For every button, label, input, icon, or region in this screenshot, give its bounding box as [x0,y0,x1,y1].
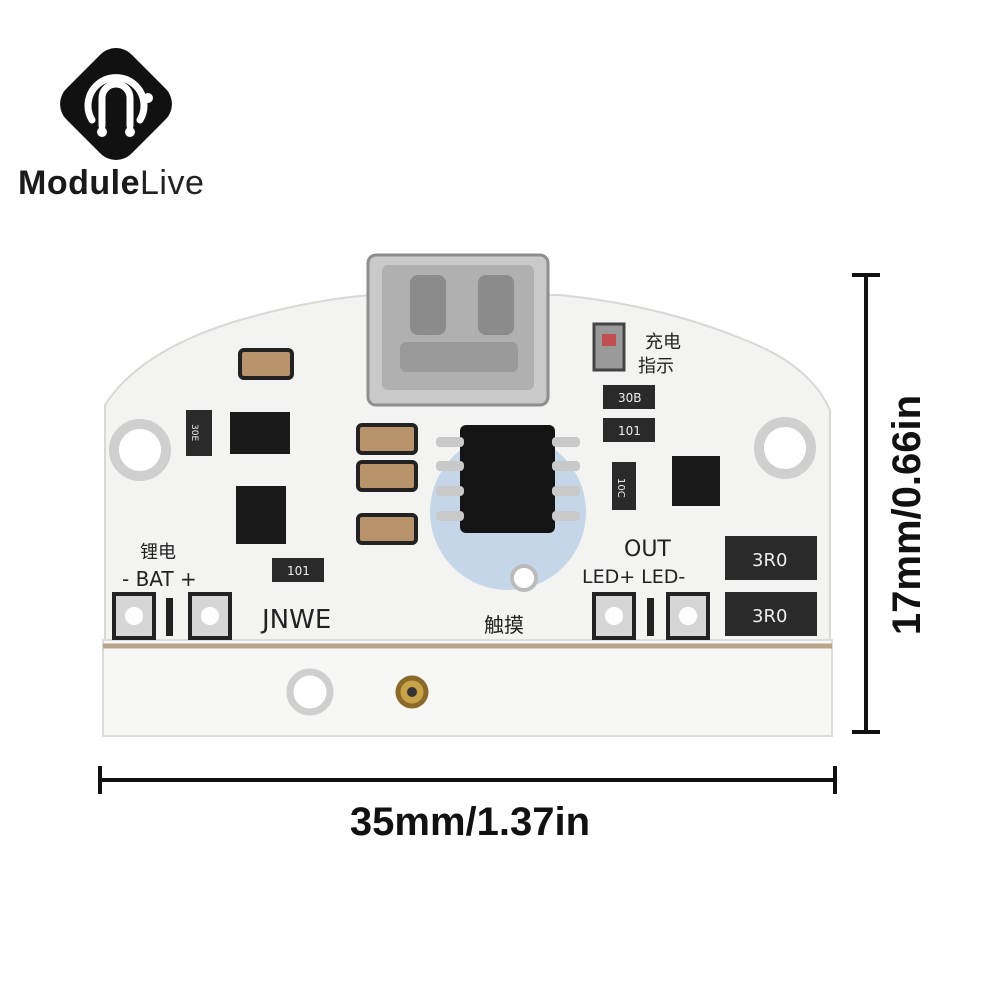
bat-label: - BAT + [122,567,197,591]
height-dimension-label: 17mm/0.66in [885,394,929,636]
resistor-30b-marking: 30B [618,391,642,405]
resistor-3r0-a-marking: 3R0 [752,550,787,571]
brand-name: ModuleLive [18,164,204,203]
charge-indicator-label-2: 指示 [638,356,674,377]
resistor-101-b-marking: 101 [287,564,310,578]
brand-name-light: Live [139,164,205,202]
modulelive-logo-icon [60,48,172,160]
lithium-label: 锂电 [140,542,176,563]
led-pins-label: LED+ LED- [582,566,685,588]
resistor-3r0-b-marking: 3R0 [752,606,787,627]
brand-name-bold: Module [18,164,140,202]
out-label: OUT [624,537,671,562]
touch-label: 触摸 [484,613,524,637]
resistor-101-a-marking: 101 [618,424,641,438]
resistor-30e-marking: 30E [189,424,199,441]
width-dimension-label: 35mm/1.37in [349,800,591,844]
resistor-10c-marking: 10C [615,478,626,498]
charge-indicator-label-1: 充电 [645,332,681,353]
maker-label: JNWE [260,605,331,635]
